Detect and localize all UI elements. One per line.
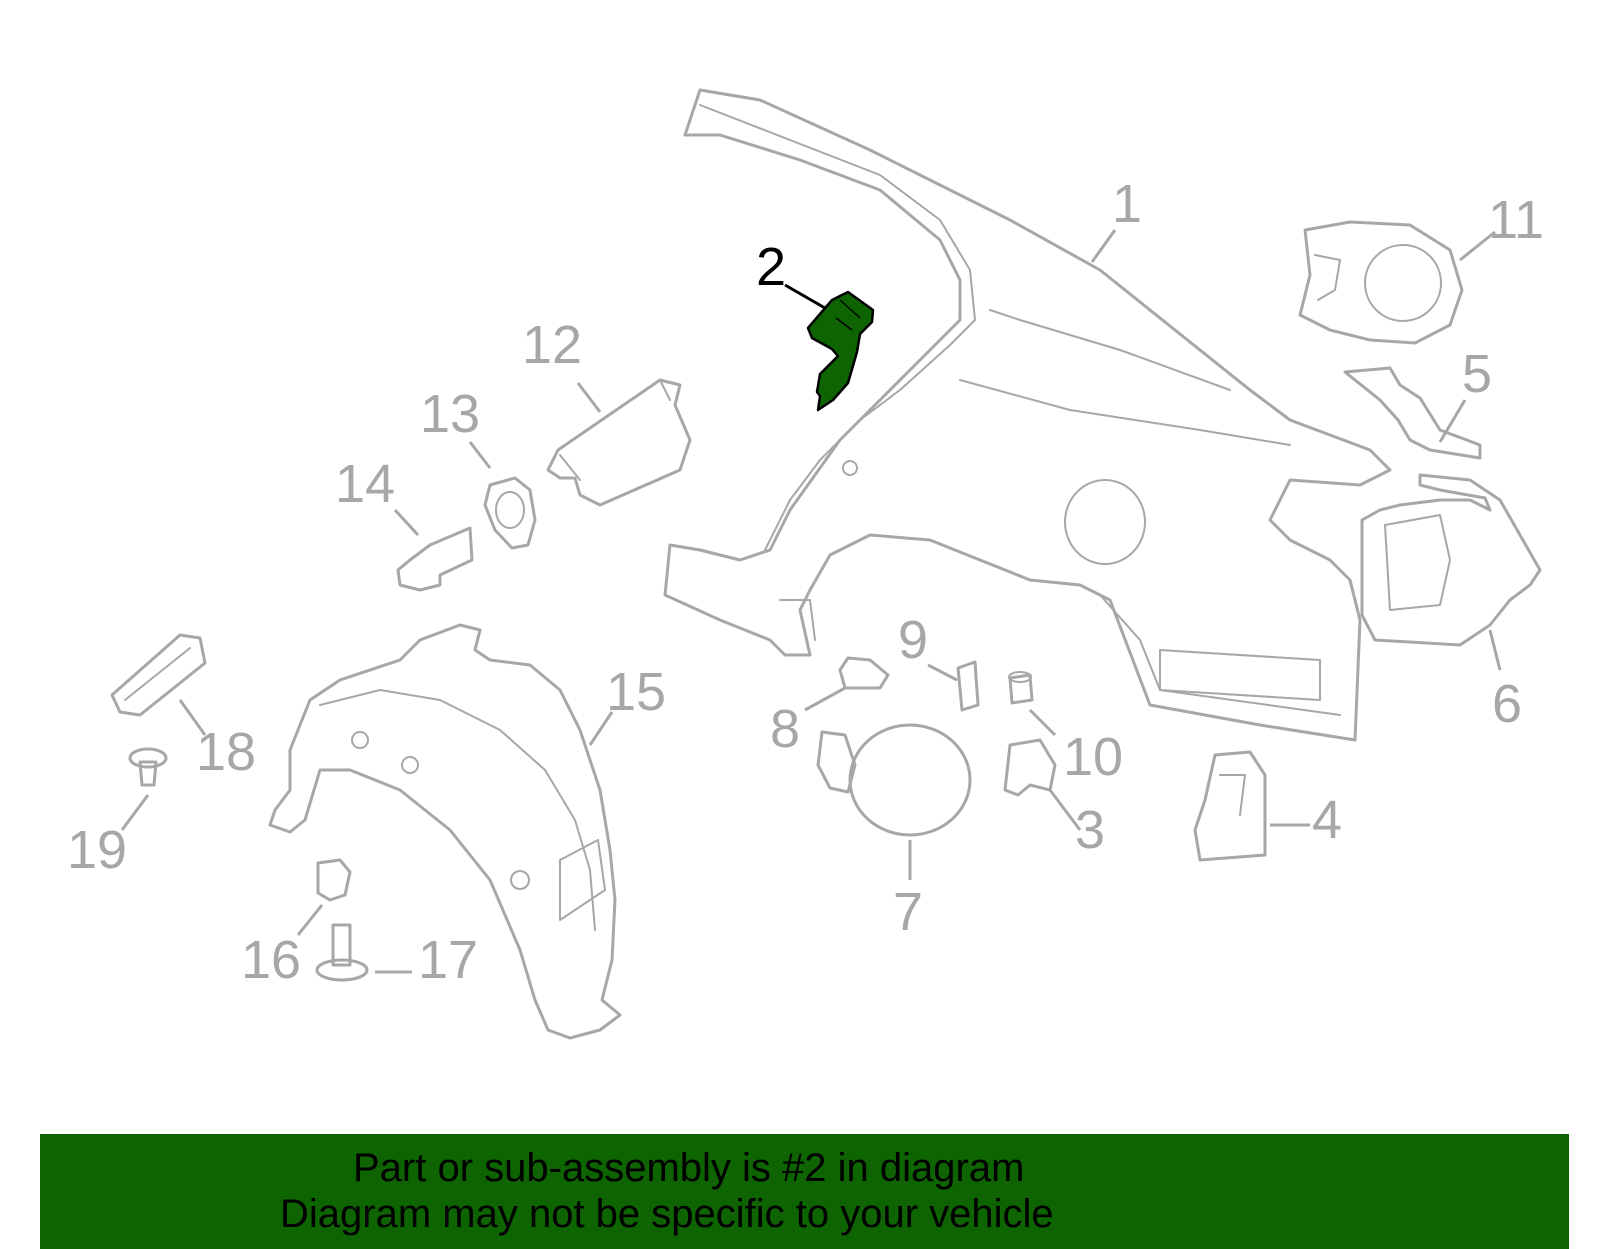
arrow-16 bbox=[296, 904, 324, 936]
arrow-2 bbox=[784, 283, 826, 310]
arrow-14 bbox=[393, 508, 420, 537]
callout-3: 3 bbox=[1075, 800, 1105, 860]
arrow-11 bbox=[1459, 230, 1496, 262]
callout-7: 7 bbox=[893, 882, 923, 942]
callout-1: 1 bbox=[1112, 174, 1142, 234]
callout-8: 8 bbox=[770, 699, 800, 759]
part-4-bracket[interactable] bbox=[1193, 750, 1267, 862]
part-14-plug[interactable] bbox=[396, 526, 474, 592]
callout-2: 2 bbox=[756, 237, 786, 297]
part-17-pin[interactable] bbox=[315, 923, 369, 982]
part-12-actuator[interactable] bbox=[546, 378, 692, 507]
callout-arrows bbox=[120, 229, 1502, 974]
arrow-18 bbox=[178, 699, 207, 736]
callout-15: 15 bbox=[606, 662, 666, 722]
arrow-5 bbox=[1438, 399, 1467, 443]
callout-13: 13 bbox=[420, 384, 480, 444]
callout-10: 10 bbox=[1063, 727, 1123, 787]
part-11-filler-housing[interactable] bbox=[1298, 220, 1464, 345]
part-2-bracket-highlighted[interactable] bbox=[806, 290, 875, 412]
part-5-bracket[interactable] bbox=[1343, 366, 1482, 460]
info-banner: Part or sub-assembly is #2 in diagram Di… bbox=[40, 1134, 1569, 1249]
callout-11: 11 bbox=[1488, 190, 1544, 250]
callout-6: 6 bbox=[1492, 674, 1522, 734]
part-7-fuel-door[interactable] bbox=[816, 723, 972, 837]
callout-4: 4 bbox=[1312, 790, 1342, 850]
part-15-wheel-liner[interactable] bbox=[268, 623, 622, 1040]
callout-16: 16 bbox=[241, 930, 301, 990]
callout-9: 9 bbox=[898, 610, 928, 670]
arrow-1 bbox=[1090, 229, 1117, 263]
arrow-6 bbox=[1488, 629, 1502, 671]
callout-19: 19 bbox=[67, 820, 127, 880]
banner-line-2: Diagram may not be specific to your vehi… bbox=[280, 1192, 1054, 1236]
part-16-clip[interactable] bbox=[316, 858, 352, 902]
part-3-bracket[interactable] bbox=[1003, 738, 1057, 797]
arrow-3 bbox=[1048, 789, 1082, 831]
part-6-panel[interactable] bbox=[1360, 473, 1542, 647]
arrow-10 bbox=[1028, 708, 1057, 737]
part-9-bumper[interactable] bbox=[956, 660, 980, 712]
callout-17: 17 bbox=[418, 930, 478, 990]
arrow-13 bbox=[468, 441, 492, 469]
part-8-hinge[interactable] bbox=[838, 656, 890, 690]
arrow-8 bbox=[804, 686, 846, 712]
part-18-bracket[interactable] bbox=[110, 633, 207, 717]
callout-12: 12 bbox=[522, 315, 582, 375]
part-19-clip[interactable] bbox=[128, 747, 168, 787]
arrow-9 bbox=[927, 663, 958, 682]
callout-18: 18 bbox=[196, 722, 256, 782]
callout-14: 14 bbox=[335, 454, 395, 514]
arrow-19 bbox=[120, 794, 150, 831]
callout-numbers: 1 2 3 4 5 6 7 8 9 10 11 12 13 14 15 16 1… bbox=[67, 174, 1544, 990]
part-13-grommet[interactable] bbox=[483, 476, 537, 550]
arrow-15 bbox=[588, 711, 614, 746]
part-1-quarter-panel[interactable] bbox=[663, 88, 1392, 742]
part-10-cap[interactable] bbox=[1008, 671, 1034, 705]
banner-line-1: Part or sub-assembly is #2 in diagram bbox=[353, 1146, 1025, 1190]
callout-5: 5 bbox=[1462, 344, 1492, 404]
arrow-12 bbox=[576, 382, 602, 413]
